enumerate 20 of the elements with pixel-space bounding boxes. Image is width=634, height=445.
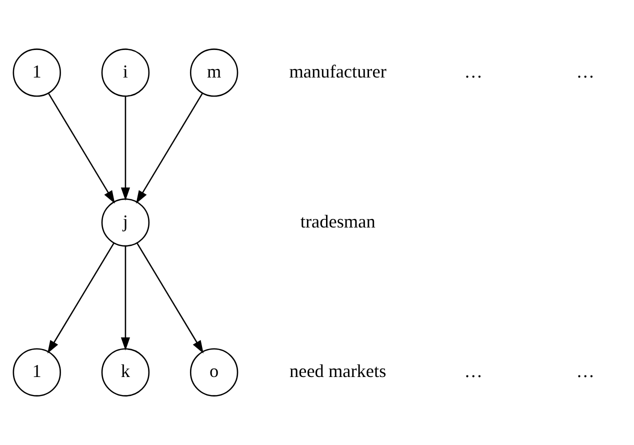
node-circle: k [101,348,150,396]
node-circle: 1 [12,48,61,97]
label: manufacturer [289,61,386,82]
arrow [120,246,130,350]
node-circle: i [101,48,150,97]
label: … [464,361,482,382]
label: need markets [289,361,386,382]
label: tradesman [300,211,376,232]
label: … [576,61,595,82]
arrow [136,92,204,204]
label: … [576,361,595,382]
arrow [136,242,204,354]
arrow [47,242,114,354]
node-circle: m [190,48,238,97]
node-circle: 1 [12,348,61,396]
node-circle: j [101,198,150,247]
node-circle: o [190,348,238,396]
arrow [120,96,130,201]
label: … [464,61,482,82]
arrow [48,92,115,204]
